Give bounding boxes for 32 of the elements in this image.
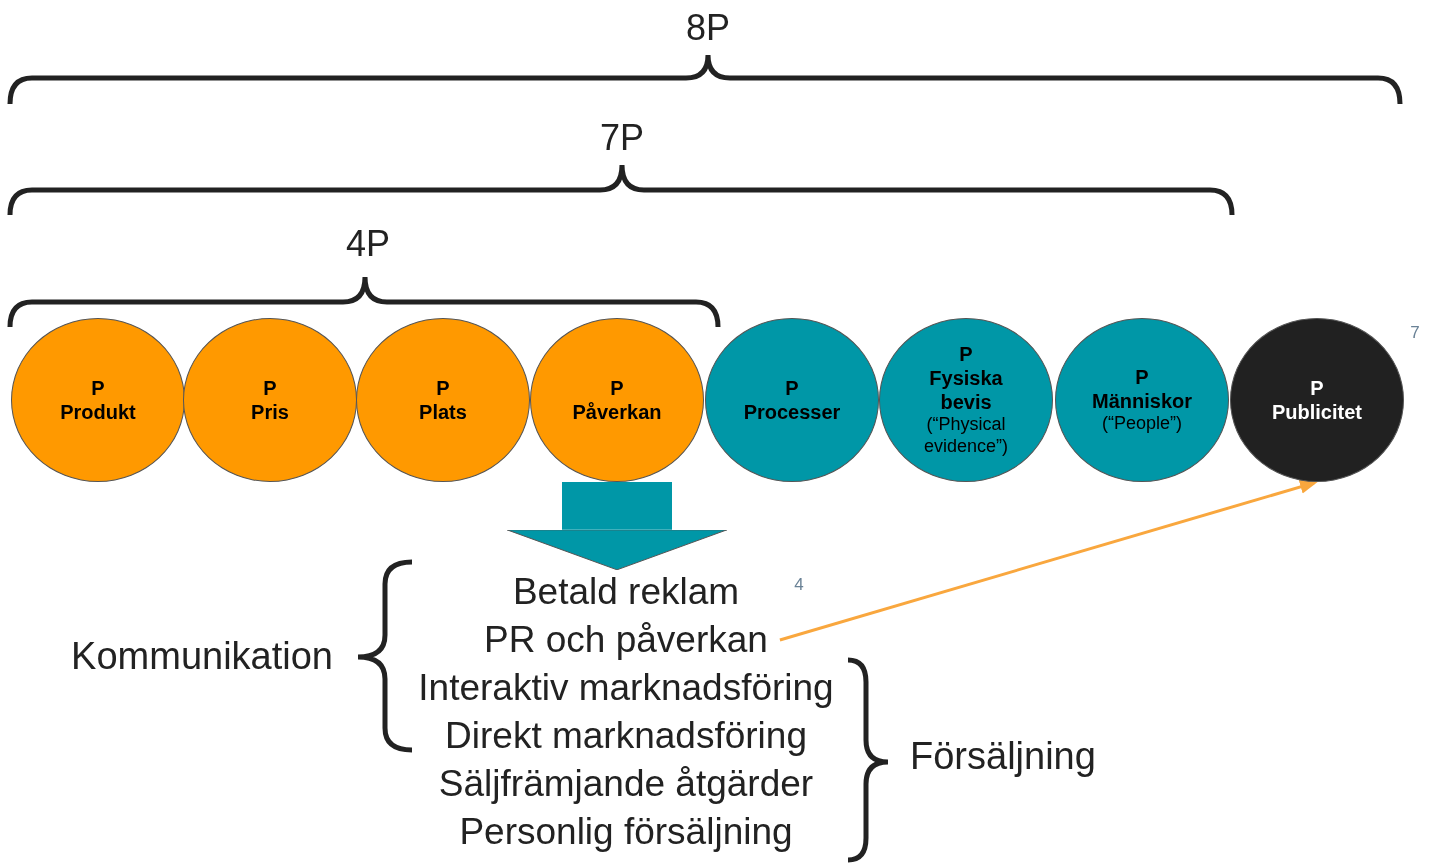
- node-subtitle: (“People”): [1102, 413, 1182, 435]
- list-item: Betald reklam: [512, 569, 740, 615]
- list-item: Interaktiv marknadsföring: [418, 665, 834, 711]
- footnote-number: 4: [794, 575, 804, 595]
- node-title: P: [785, 376, 799, 400]
- list-item: Säljfrämjande åtgärder: [438, 761, 814, 807]
- node-subtitle: (“Physical evidence”): [922, 414, 1009, 458]
- list-item: Direkt marknadsföring: [445, 713, 807, 759]
- arrow: [779, 480, 1318, 642]
- node-title: Produkt: [60, 400, 136, 424]
- node-title: Fysiska bevis: [928, 366, 1004, 415]
- footnote-number: 7: [1410, 323, 1420, 343]
- brace-label: 8P: [686, 8, 730, 48]
- list-item: PR och påverkan: [484, 617, 768, 663]
- node-title: P: [436, 376, 450, 400]
- node-title: Processer: [743, 400, 841, 424]
- brace-label: 4P: [346, 224, 390, 264]
- group-label: Kommunikation: [71, 636, 333, 678]
- node-title: Människor: [1092, 389, 1192, 414]
- list-item: Personlig försäljning: [459, 809, 793, 855]
- node-title: P: [91, 376, 105, 400]
- brace-label: 7P: [600, 118, 644, 158]
- node-title: P: [1310, 376, 1324, 400]
- node-title: Publicitet: [1272, 400, 1362, 424]
- node-title: Påverkan: [572, 400, 662, 424]
- node-title: P: [1135, 365, 1149, 390]
- node-title: Pris: [251, 400, 289, 424]
- node-title: P: [610, 376, 624, 400]
- node-title: P: [263, 376, 277, 400]
- group-label: Försäljning: [910, 736, 1096, 778]
- node-title: Plats: [419, 400, 467, 424]
- node-title: P: [959, 342, 973, 367]
